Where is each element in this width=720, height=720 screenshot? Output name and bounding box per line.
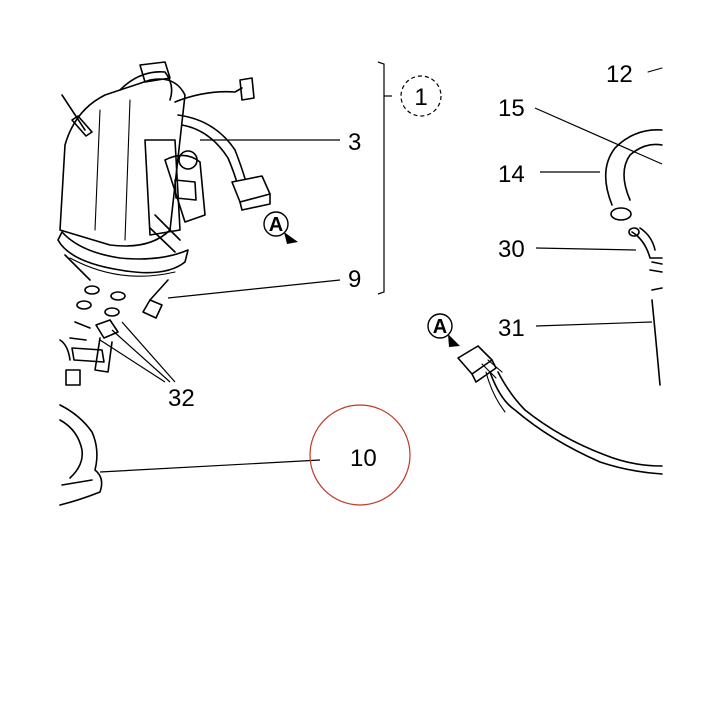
leader-31 bbox=[535, 321, 653, 327]
callout-32: 32 bbox=[168, 385, 195, 412]
callout-31: 31 bbox=[498, 315, 525, 342]
hose-assembly bbox=[457, 67, 663, 475]
connector-label-right: A bbox=[433, 316, 447, 338]
callout-1: 1 bbox=[414, 84, 427, 111]
housing-part bbox=[59, 404, 103, 506]
callout-15: 15 bbox=[498, 95, 525, 122]
connector-arrow-a-right: A bbox=[427, 313, 460, 347]
o-rings-and-fittings bbox=[59, 285, 126, 386]
callout-3: 3 bbox=[348, 129, 361, 156]
callout-30: 30 bbox=[498, 236, 525, 263]
connector-arrow-a-left: A bbox=[263, 211, 298, 244]
leader-9 bbox=[167, 279, 341, 299]
highlight-circle bbox=[309, 404, 411, 506]
group-number-circle bbox=[400, 75, 442, 117]
callout-14: 14 bbox=[498, 161, 525, 188]
leader-15 bbox=[534, 107, 663, 165]
leader-30 bbox=[535, 247, 637, 251]
group-bracket: 1 bbox=[377, 61, 442, 295]
callout-10: 10 bbox=[350, 445, 377, 472]
connector-label-left: A bbox=[269, 214, 283, 236]
fuel-pump-assembly bbox=[57, 61, 271, 319]
leader-32 bbox=[99, 321, 176, 383]
leader-10 bbox=[99, 459, 321, 473]
callout-12: 12 bbox=[606, 61, 633, 88]
callout-9: 9 bbox=[348, 266, 361, 293]
